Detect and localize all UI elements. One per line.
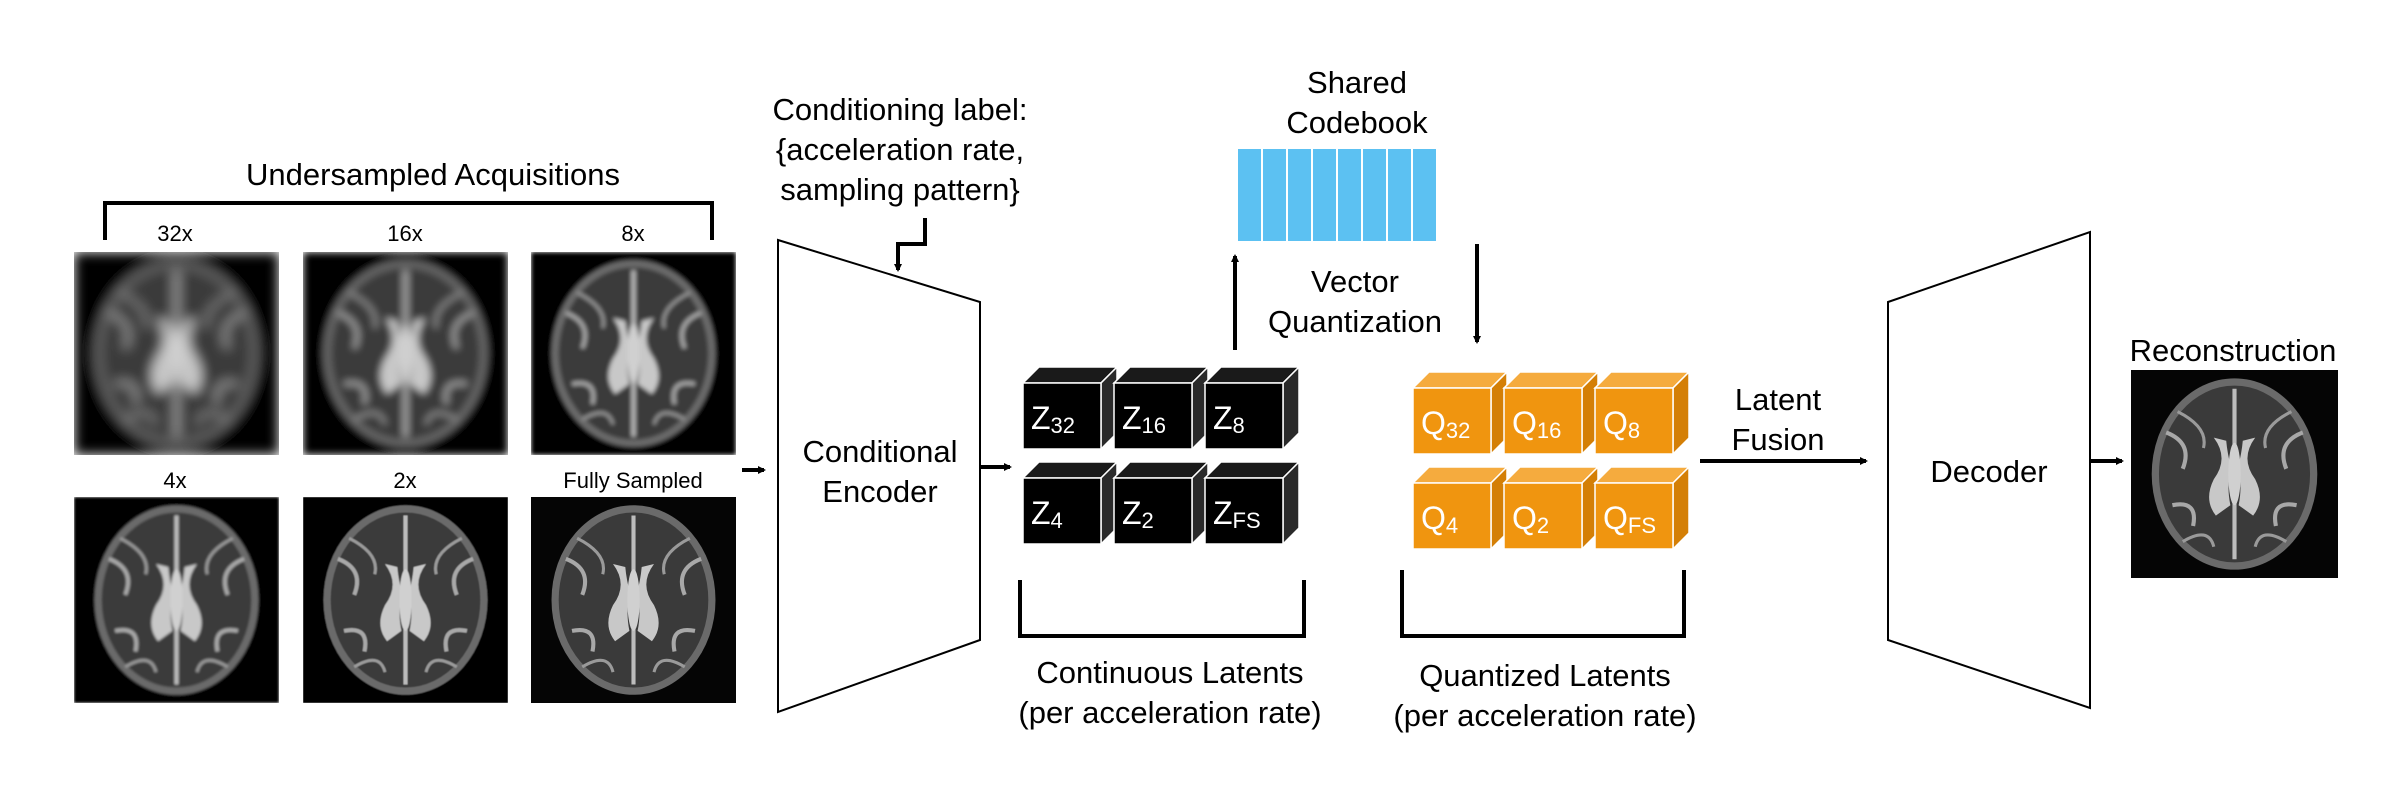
codebook-cell (1336, 147, 1363, 243)
codebook-title-1: Shared (1307, 65, 1407, 100)
continuous-cube-2: Z2 (1112, 460, 1210, 546)
input-bracket (103, 201, 714, 240)
thumbnail-32x: 32x (74, 221, 279, 455)
continuous-cube-8: Z8 (1203, 365, 1301, 451)
vq-label-1: Vector (1311, 264, 1399, 299)
quantized-cube-label: Q2 (1512, 500, 1549, 538)
quantized-cube-label: Q32 (1421, 405, 1470, 443)
quantized-bracket (1400, 570, 1686, 638)
quantized-cube-4: Q4 (1411, 465, 1509, 551)
continuous-cube-label: ZFS (1213, 495, 1261, 533)
quantized-cube-2: Q2 (1502, 465, 1600, 551)
thumbnail-grid: 32x 16x 8x 4x 2x Fully Sampled (74, 221, 736, 703)
codebook-cell (1311, 147, 1338, 243)
thumbnail-2x: 2x (303, 468, 508, 703)
continuous-cube-label: Z4 (1031, 495, 1063, 533)
quantized-cube-label: Q16 (1512, 405, 1561, 443)
continuous-cube-fs: ZFS (1203, 460, 1301, 546)
output-title: Reconstruction (2130, 333, 2337, 368)
thumbnail-fully-sampled: Fully Sampled (531, 468, 736, 703)
continuous-cube-16: Z16 (1112, 365, 1210, 451)
thumbnail-4x: 4x (74, 468, 279, 703)
conditioning-line-1: Conditioning label: (772, 92, 1027, 127)
thumbnail-label: Fully Sampled (563, 468, 702, 493)
codebook-cell (1286, 147, 1313, 243)
thumbnail-label: 8x (621, 221, 644, 246)
continuous-cube-label: Z16 (1122, 400, 1166, 438)
reconstruction-image (2131, 370, 2338, 578)
codebook-cell (1386, 147, 1413, 243)
quantized-cube-8: Q8 (1593, 370, 1691, 456)
codebook-title-2: Codebook (1286, 105, 1428, 140)
continuous-caption-1: Continuous Latents (1036, 655, 1303, 690)
thumbnail-16x: 16x (303, 221, 508, 455)
fusion-label-1: Latent (1735, 382, 1822, 417)
codebook-cell (1411, 147, 1438, 243)
quantized-cube-fs: QFS (1593, 465, 1691, 551)
quantized-caption-1: Quantized Latents (1419, 658, 1671, 693)
conditioning-line-3: sampling pattern} (780, 172, 1020, 207)
codebook-cell (1236, 147, 1263, 243)
continuous-caption-2: (per acceleration rate) (1018, 695, 1321, 730)
quantized-cube-32: Q32 (1411, 370, 1509, 456)
fusion-label-2: Fusion (1731, 422, 1824, 457)
quantized-cube-label: Q8 (1603, 405, 1640, 443)
codebook-cell (1261, 147, 1288, 243)
continuous-cube-4: Z4 (1021, 460, 1119, 546)
quantized-cube-label: Q4 (1421, 500, 1458, 538)
continuous-cube-label: Z2 (1122, 495, 1154, 533)
encoder-label-1: Conditional (802, 434, 957, 469)
continuous-cube-label: Z8 (1213, 400, 1245, 438)
conditioning-label: Conditioning label: {acceleration rate, … (772, 92, 1027, 207)
decoder (1887, 230, 2091, 710)
thumbnail-label: 4x (163, 468, 186, 493)
continuous-cube-32: Z32 (1021, 365, 1119, 451)
codebook-cell (1361, 147, 1388, 243)
thumbnail-label: 16x (387, 221, 422, 246)
conditional-encoder (777, 238, 981, 714)
quantized-cube-label: QFS (1603, 500, 1656, 538)
vq-label-2: Quantization (1268, 304, 1442, 339)
continuous-cube-label: Z32 (1031, 400, 1075, 438)
encoder-label-2: Encoder (822, 474, 937, 509)
thumbnail-label: 32x (157, 221, 192, 246)
quantized-caption-2: (per acceleration rate) (1393, 698, 1696, 733)
arrow-conditioning-to-encoder (894, 218, 927, 272)
continuous-bracket (1018, 580, 1306, 638)
thumbnail-label: 2x (393, 468, 416, 493)
input-title: Undersampled Acquisitions (246, 157, 620, 192)
shared-codebook (1236, 147, 1438, 243)
conditioning-line-2: {acceleration rate, (776, 132, 1024, 167)
decoder-label: Decoder (1930, 454, 2047, 489)
thumbnail-8x: 8x (531, 221, 736, 455)
quantized-cube-16: Q16 (1502, 370, 1600, 456)
